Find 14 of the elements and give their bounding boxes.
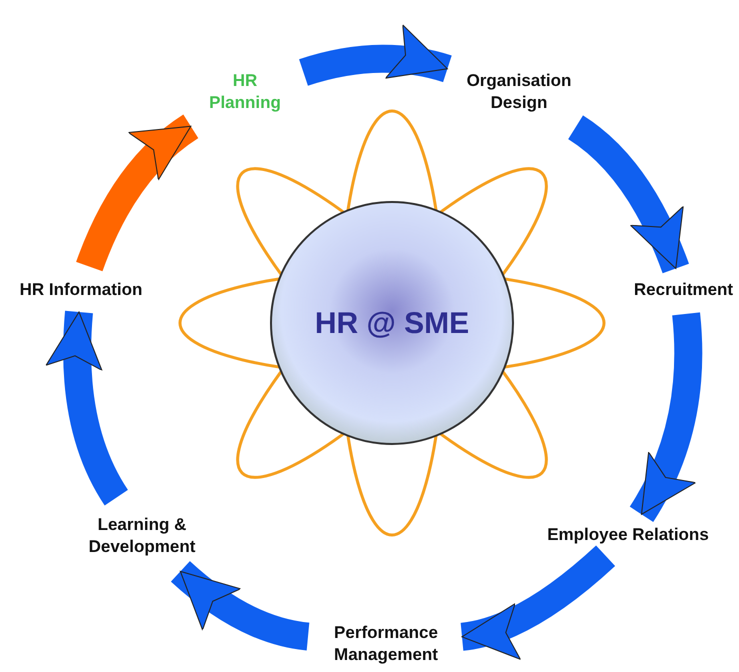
block-arrow xyxy=(76,114,199,272)
block-arrow xyxy=(299,26,452,86)
step-label: HR Information xyxy=(6,276,156,304)
block-arrow xyxy=(460,545,615,658)
block-arrow xyxy=(630,312,702,522)
block-arrow xyxy=(568,116,689,274)
step-label: Employee Relations xyxy=(532,521,724,549)
step-label: Recruitment xyxy=(628,276,739,304)
block-arrow xyxy=(46,311,128,506)
step-label: Organisation Design xyxy=(455,62,583,122)
step-label: Performance Management xyxy=(318,616,454,672)
step-label: Learning & Development xyxy=(72,506,212,566)
step-label: HR Planning xyxy=(196,62,294,122)
hub-label: HR @ SME xyxy=(314,306,470,342)
